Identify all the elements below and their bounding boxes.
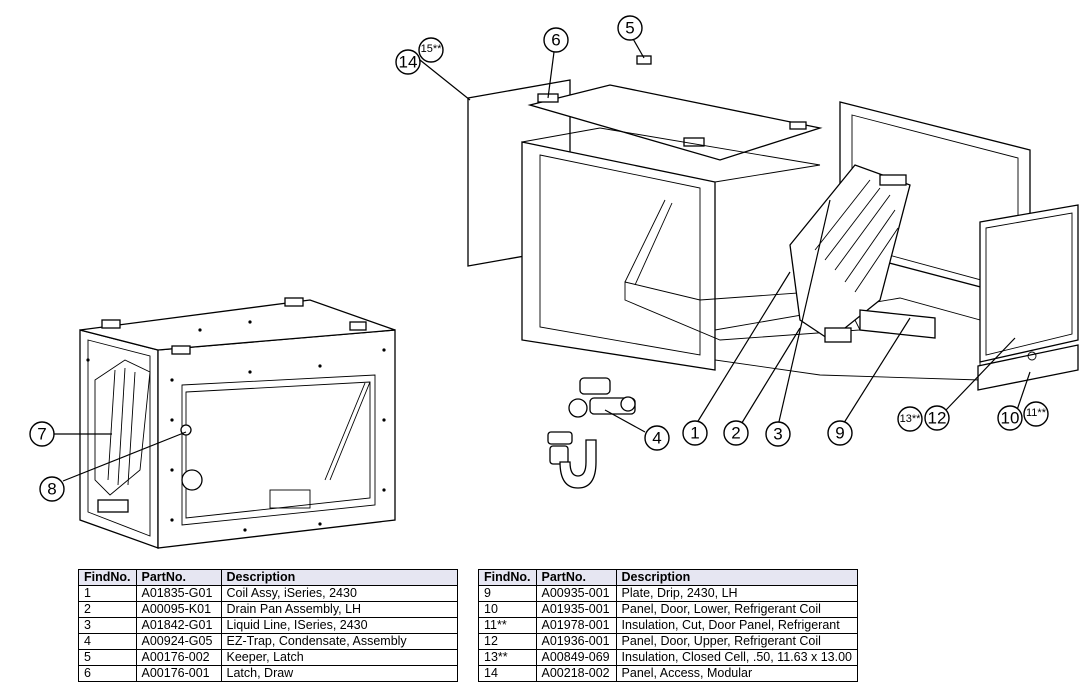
callout-5: 5 bbox=[617, 15, 643, 41]
leader-lines bbox=[52, 36, 1031, 482]
find-no: 9 bbox=[478, 585, 537, 602]
callout-15: 15** bbox=[418, 37, 444, 63]
find-no: 1 bbox=[78, 585, 137, 602]
callout-12: 12 bbox=[924, 405, 950, 431]
part-no: A01936-001 bbox=[535, 633, 617, 650]
callout-14: 14 bbox=[395, 49, 421, 75]
find-no: 5 bbox=[78, 649, 137, 666]
svg-text:1: 1 bbox=[690, 424, 699, 443]
find-no: 3 bbox=[78, 617, 137, 634]
find-no: 4 bbox=[78, 633, 137, 650]
svg-text:13**: 13** bbox=[900, 413, 922, 425]
callout-11: 11** bbox=[1023, 401, 1049, 427]
svg-text:15**: 15** bbox=[421, 43, 443, 55]
svg-text:5: 5 bbox=[625, 19, 634, 38]
description: Panel, Door, Upper, Refrigerant Coil bbox=[615, 633, 859, 650]
description: Keeper, Latch bbox=[220, 649, 459, 666]
svg-text:7: 7 bbox=[37, 425, 46, 444]
find-no: 12 bbox=[478, 633, 537, 650]
description: Coil Assy, iSeries, 2430 bbox=[220, 585, 459, 602]
callout-4: 4 bbox=[644, 425, 670, 451]
part-no: A01935-001 bbox=[535, 601, 617, 618]
callout-7: 7 bbox=[29, 421, 55, 447]
part-no: A01978-001 bbox=[535, 617, 617, 634]
table-header-row: FindNo. PartNo. Description bbox=[78, 569, 459, 586]
part-no: A00095-K01 bbox=[135, 601, 222, 618]
callout-10: 10 bbox=[997, 405, 1023, 431]
svg-text:4: 4 bbox=[652, 429, 661, 448]
find-no: 14 bbox=[478, 665, 537, 682]
description: Plate, Drip, 2430, LH bbox=[615, 585, 859, 602]
part-no: A01835-G01 bbox=[135, 585, 222, 602]
column-header: PartNo. bbox=[535, 569, 617, 586]
find-no: 6 bbox=[78, 665, 137, 682]
description: Insulation, Cut, Door Panel, Refrigerant bbox=[615, 617, 859, 634]
ez-trap-assembly bbox=[547, 377, 636, 489]
description: Panel, Door, Lower, Refrigerant Coil bbox=[615, 601, 859, 618]
callout-1: 1 bbox=[682, 420, 708, 446]
description: Insulation, Closed Cell, .50, 11.63 x 13… bbox=[615, 649, 859, 666]
svg-text:8: 8 bbox=[47, 480, 56, 499]
description: Panel, Access, Modular bbox=[615, 665, 859, 682]
table-header-row: FindNo. PartNo. Description bbox=[478, 569, 859, 586]
description: Latch, Draw bbox=[220, 665, 459, 682]
column-header: PartNo. bbox=[135, 569, 222, 586]
part-no: A00849-069 bbox=[535, 649, 617, 666]
svg-text:10: 10 bbox=[1001, 409, 1020, 428]
find-no: 13** bbox=[478, 649, 537, 666]
exploded-parts-diagram: 1 2 3 4 5 6 7 8 9 10 11** 12 13** 14 15*… bbox=[29, 15, 1079, 549]
description: EZ-Trap, Condensate, Assembly bbox=[220, 633, 459, 650]
description: Liquid Line, ISeries, 2430 bbox=[220, 617, 459, 634]
callout-8: 8 bbox=[39, 476, 65, 502]
part-no: A00176-002 bbox=[135, 649, 222, 666]
find-no: 2 bbox=[78, 601, 137, 618]
part-no: A00924-G05 bbox=[135, 633, 222, 650]
svg-text:11**: 11** bbox=[1026, 407, 1047, 419]
column-header: FindNo. bbox=[78, 569, 137, 586]
svg-text:6: 6 bbox=[551, 31, 560, 50]
callout-13: 13** bbox=[897, 406, 923, 432]
callout-2: 2 bbox=[723, 420, 749, 446]
svg-text:9: 9 bbox=[835, 424, 844, 443]
part-no: A00935-001 bbox=[535, 585, 617, 602]
part-no: A01842-G01 bbox=[135, 617, 222, 634]
callout-6: 6 bbox=[543, 27, 569, 53]
find-no: 10 bbox=[478, 601, 537, 618]
column-header: Description bbox=[615, 569, 859, 586]
part-no: A00218-002 bbox=[535, 665, 617, 682]
description: Drain Pan Assembly, LH bbox=[220, 601, 459, 618]
part-no: A00176-001 bbox=[135, 665, 222, 682]
svg-text:12: 12 bbox=[928, 409, 947, 428]
svg-text:14: 14 bbox=[399, 53, 418, 72]
assembled-cabinet bbox=[79, 297, 396, 549]
callout-9: 9 bbox=[827, 420, 853, 446]
svg-text:3: 3 bbox=[773, 425, 782, 444]
column-header: Description bbox=[220, 569, 459, 586]
column-header: FindNo. bbox=[478, 569, 537, 586]
find-no: 11** bbox=[478, 617, 537, 634]
svg-text:2: 2 bbox=[731, 424, 740, 443]
callout-3: 3 bbox=[765, 421, 791, 447]
